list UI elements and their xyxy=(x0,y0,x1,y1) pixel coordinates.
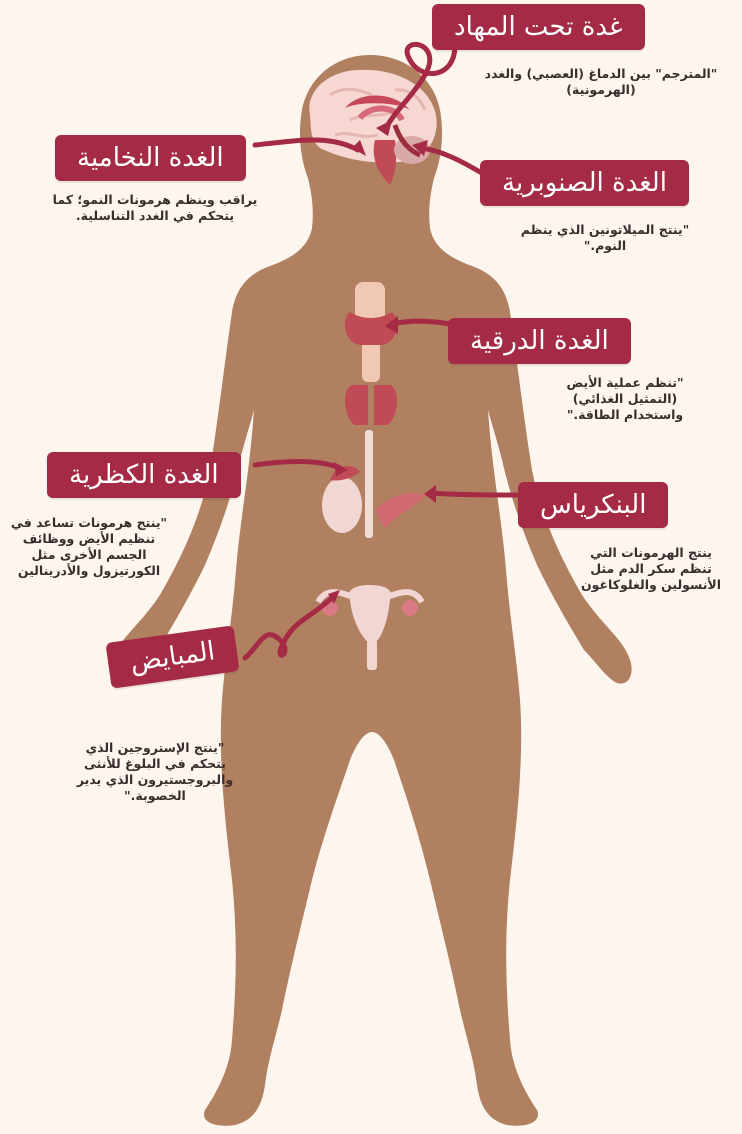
label-thyroid: الغدة الدرقية xyxy=(448,318,631,364)
description-ovaries: "ينتج الإستروجين الذي يتحكم في البلوغ لل… xyxy=(50,740,260,804)
description-line: يتحكم في الغدد التناسلية. xyxy=(30,208,280,224)
description-line: والبروجستيرون الذي يدير xyxy=(50,772,260,788)
description-hypothalamus: "المترجم" بين الدماغ (العصبي) والغدد (ال… xyxy=(460,66,742,98)
description-adrenal: "ينتج هرمونات تساعد في تنظيم الأيض ووظائ… xyxy=(0,515,178,579)
description-line: "ينتج الإستروجين الذي xyxy=(50,740,260,756)
description-line: "ينتج هرمونات تساعد في xyxy=(0,515,178,531)
description-line: يراقب وينظم هرمونات النمو؛ كما xyxy=(30,192,280,208)
description-line: يتحكم في البلوغ للأنثى xyxy=(50,756,260,772)
label-adrenal: الغدة الكظرية xyxy=(47,452,241,498)
label-hypothalamus: غدة تحت المهاد xyxy=(432,4,645,50)
description-line: تنظم سكر الدم مثل xyxy=(560,561,742,577)
description-line: الخصوبة." xyxy=(50,788,260,804)
description-line: "المترجم" بين الدماغ (العصبي) والغدد xyxy=(460,66,742,82)
description-pancreas: ينتج الهرمونات التي تنظم سكر الدم مثل ال… xyxy=(560,545,742,593)
description-line: الكورتيزول والأدرينالين xyxy=(0,563,178,579)
description-line: تنظيم الأيض ووظائف xyxy=(0,531,178,547)
description-thyroid: "تنظم عملية الأيض (التمثيل الغذائي) واست… xyxy=(540,375,710,423)
description-line: ينتج الهرمونات التي xyxy=(560,545,742,561)
label-pituitary: الغدة النخامية xyxy=(55,135,246,181)
description-line: (التمثيل الغذائي) xyxy=(540,391,710,407)
label-pineal: الغدة الصنوبرية xyxy=(480,160,689,206)
description-line: (الهرمونية) xyxy=(460,82,742,98)
description-line: "تنظم عملية الأيض xyxy=(540,375,710,391)
description-line: الجسم الأخرى مثل xyxy=(0,547,178,563)
arrow-pancreas xyxy=(430,493,525,495)
description-line: الأنسولين والغلوكاغون xyxy=(560,577,742,593)
description-line: النوم." xyxy=(490,238,720,254)
label-pancreas: البنكرياس xyxy=(518,482,668,528)
description-line: "ينتج الميلاتونين الذي ينظم xyxy=(490,222,720,238)
description-line: واستخدام الطاقة." xyxy=(540,407,710,423)
description-pineal: "ينتج الميلاتونين الذي ينظم النوم." xyxy=(490,222,720,254)
description-pituitary: يراقب وينظم هرمونات النمو؛ كما يتحكم في … xyxy=(30,192,280,224)
